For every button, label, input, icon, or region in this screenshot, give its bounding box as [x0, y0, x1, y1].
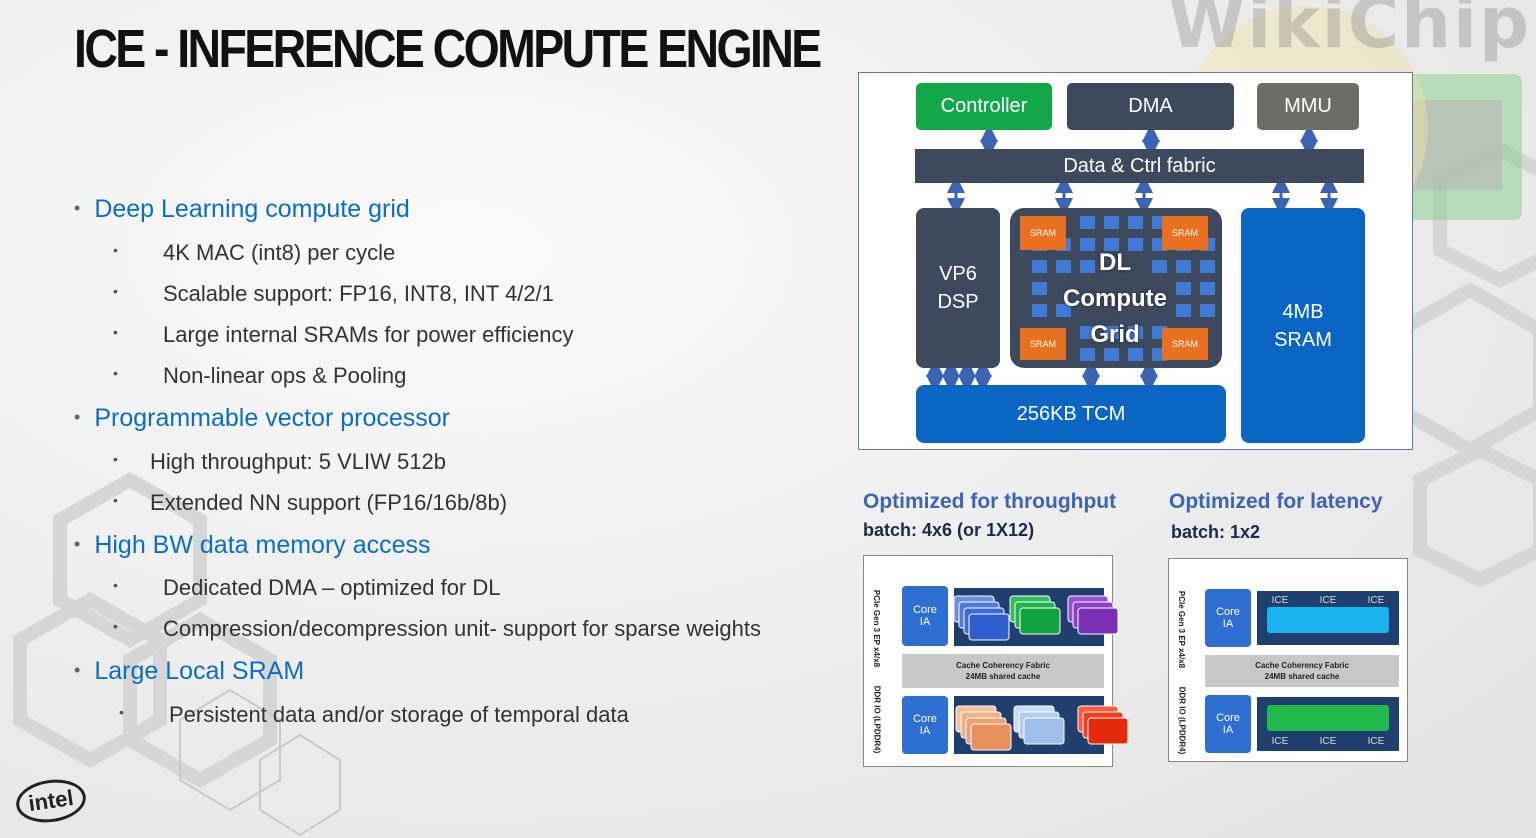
sram-small-block: SRAM — [1020, 328, 1066, 360]
wikichip-watermark: WikiChip — [1168, 0, 1532, 64]
ice-label: ICE — [1319, 594, 1337, 606]
pcie-label: PCIe Gen 3 EP x4/x8 — [1177, 590, 1187, 668]
ice-label: ICE — [1271, 735, 1289, 747]
ice-label: ICE — [1319, 735, 1337, 747]
sub-bullet: •Scalable support: FP16, INT8, INT 4/2/1 — [113, 281, 554, 306]
compute-grid-cells — [1032, 216, 1215, 361]
throughput-batch: batch: 4x6 (or 1X12) — [863, 520, 1035, 540]
sram-small-block: SRAM — [1162, 328, 1208, 360]
bullet-local-sram: •Large Local SRAM — [74, 657, 305, 685]
throughput-caption: Optimized for throughput — [863, 490, 1117, 513]
page-title: ICE - INFERENCE COMPUTE ENGINE — [74, 19, 822, 79]
latency-caption: Optimized for latency — [1169, 490, 1383, 513]
sub-bullet: •Persistent data and/or storage of tempo… — [119, 702, 629, 727]
bullet-memory-access: •High BW data memory access — [74, 531, 431, 559]
bullet-vector-processor: •Programmable vector processor — [74, 404, 451, 432]
bullet-deep-learning: •Deep Learning compute grid — [74, 195, 410, 223]
batch-stacks — [953, 595, 1129, 751]
controller-block: Controller — [916, 83, 1052, 130]
tcm-256kb-block: 256KB TCM — [916, 385, 1226, 443]
sub-bullet: •Non-linear ops & Pooling — [113, 363, 407, 388]
ice-label: ICE — [1367, 594, 1385, 606]
data-ctrl-fabric: Data & Ctrl fabric — [915, 149, 1364, 183]
connection-arrows — [926, 124, 1338, 393]
latency-diagram: PCIe Gen 3 EP x4/x8 DDR IO (LPDDR4) Core… — [1168, 558, 1408, 762]
throughput-diagram: PCIe Gen 3 EP x4/x8 DDR IO (LPDDR4) Core… — [863, 555, 1129, 767]
ice-label: ICE — [1271, 594, 1289, 606]
sub-bullet: •Large internal SRAMs for power efficien… — [113, 322, 574, 347]
sub-bullet: •Dedicated DMA – optimized for DL — [113, 575, 501, 600]
ice-label: ICE — [1367, 735, 1385, 747]
sub-bullet: •High throughput: 5 VLIW 512b — [113, 449, 446, 474]
sram-small-block: SRAM — [1020, 216, 1066, 250]
dma-block: DMA — [1067, 83, 1234, 130]
ice-block-diagram: Controller DMA MMU Data & Ctrl fabric VP… — [858, 72, 1413, 450]
ddr-label: DDR IO (LPDDR4) — [1177, 686, 1187, 754]
sub-bullet: •4K MAC (int8) per cycle — [113, 240, 396, 265]
sram-small-block: SRAM — [1162, 216, 1208, 250]
batch-bar-blue — [1267, 607, 1389, 633]
sub-bullet: •Extended NN support (FP16/16b/8b) — [113, 490, 508, 515]
sub-bullet: •Compression/decompression unit- support… — [113, 616, 761, 641]
batch-bar-green — [1267, 705, 1389, 731]
latency-batch: batch: 1x2 — [1171, 522, 1261, 542]
mmu-block: MMU — [1257, 83, 1359, 130]
